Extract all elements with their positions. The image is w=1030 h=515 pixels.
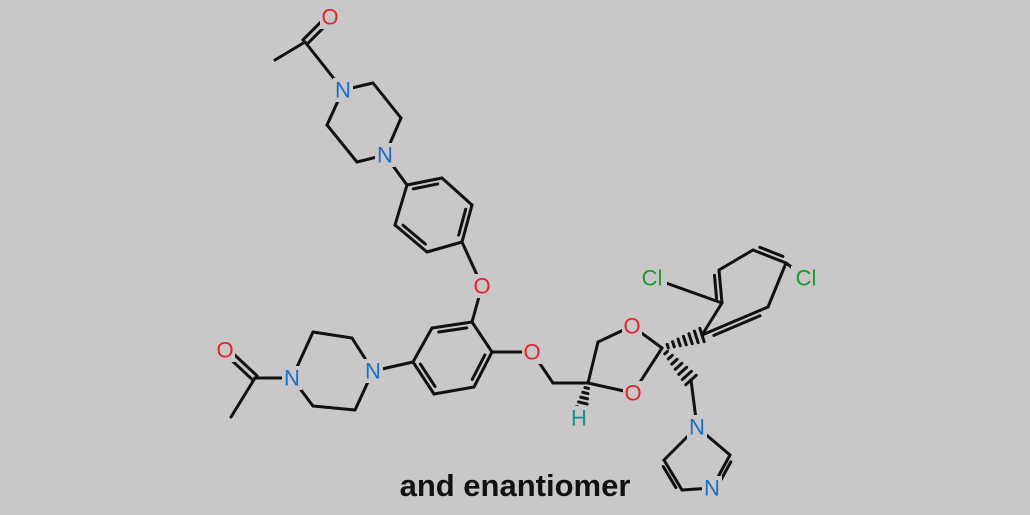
bond (677, 365, 689, 376)
atom-n-imid-2: N (702, 476, 722, 501)
bond (687, 332, 694, 346)
atom-symbol: O (216, 338, 233, 363)
bond (457, 207, 468, 237)
atom-o-diox-1: O (622, 314, 642, 339)
bond (411, 182, 440, 191)
atom-cl-1: Cl (637, 266, 667, 291)
bond (662, 458, 684, 492)
bond-layer (221, 13, 808, 492)
bond (432, 385, 476, 396)
atom-o-diox-2: O (623, 381, 643, 406)
atom-n-imid-1: N (687, 415, 707, 440)
atom-symbol: O (624, 381, 641, 406)
bond (418, 362, 437, 388)
bond (717, 268, 724, 305)
atom-symbol: O (473, 274, 490, 299)
bond (692, 329, 700, 345)
atom-symbol: N (335, 78, 351, 103)
bond (325, 123, 359, 164)
bond (440, 176, 474, 207)
bond (586, 340, 600, 385)
bond (766, 261, 788, 309)
bond (700, 301, 724, 337)
bond (665, 342, 670, 350)
bond (311, 404, 357, 412)
atom-symbol: N (377, 143, 393, 168)
bond (470, 353, 487, 381)
bond (393, 223, 429, 254)
bond (460, 203, 474, 244)
atom-n-pip-top-1: N (333, 78, 353, 103)
atom-symbol: O (623, 314, 640, 339)
bond (663, 349, 670, 356)
bond (579, 395, 590, 401)
bond (430, 320, 474, 330)
bond (581, 390, 590, 396)
atom-n-pip-top-2: N (375, 143, 395, 168)
bond (670, 357, 679, 366)
bond (681, 334, 688, 347)
bond (583, 386, 591, 390)
bond (666, 353, 674, 361)
bond (680, 369, 693, 382)
bond (401, 223, 427, 246)
atom-symbol: N (365, 359, 381, 384)
bond (577, 400, 589, 406)
atom-o-methoxy: O (522, 340, 542, 365)
atom-symbol: N (689, 415, 705, 440)
bond (425, 240, 464, 254)
bond (411, 326, 434, 364)
enantiomer-caption: and enantiomer (399, 468, 631, 503)
bond (758, 245, 785, 258)
atom-o-acetyl-top: O (320, 5, 340, 30)
atom-symbol: O (321, 5, 338, 30)
bond (472, 350, 494, 389)
bond (437, 326, 469, 334)
bond (712, 314, 762, 337)
atom-n-pip-left-2: N (282, 366, 302, 391)
atom-symbol: H (571, 406, 587, 431)
bond (751, 248, 788, 265)
bond (411, 360, 436, 396)
atom-h-stereo: H (569, 406, 589, 431)
bond (371, 81, 403, 120)
bond (676, 337, 682, 348)
bond (405, 176, 444, 187)
bond (229, 376, 257, 419)
atom-o-ether: O (472, 274, 492, 299)
bond (700, 305, 770, 337)
bond (273, 40, 307, 62)
bond (311, 330, 354, 340)
atom-cl-2: Cl (791, 266, 821, 291)
bond (712, 273, 719, 301)
atom-symbol: N (704, 476, 720, 501)
bond (393, 183, 409, 227)
atom-o-acetyl-left: O (215, 338, 235, 363)
bond (470, 320, 494, 354)
bond (717, 248, 755, 272)
atom-symbol: Cl (642, 266, 663, 291)
bond (661, 465, 678, 490)
atom-symbol: N (284, 366, 300, 391)
bond (673, 361, 684, 371)
atom-symbol: Cl (796, 266, 817, 291)
atom-symbol: O (523, 340, 540, 365)
atom-n-pip-left-1: N (363, 359, 383, 384)
bond (671, 340, 676, 349)
